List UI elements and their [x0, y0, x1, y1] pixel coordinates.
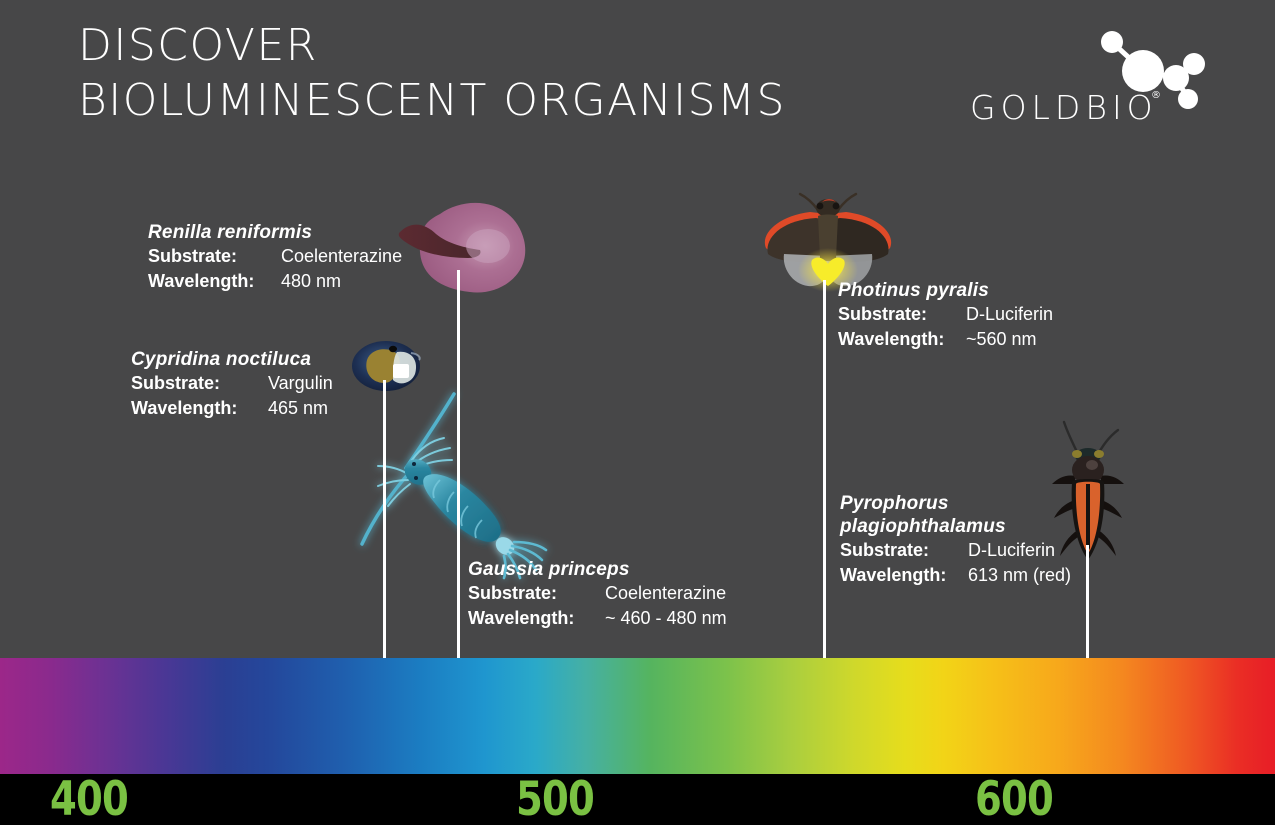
substrate-label: Substrate:: [148, 246, 238, 266]
organism-card-photinus: Photinus pyralis Substrate: D-Luciferin …: [838, 279, 1053, 352]
organism-name-photinus: Photinus pyralis: [838, 280, 990, 301]
wavelength-value-gaussia: ~ 460 - 480 nm: [605, 608, 727, 628]
organism-substrate-row-pyrophorus: Substrate: D-Luciferin: [840, 538, 1071, 563]
tick-line-cypridina: [383, 380, 386, 658]
substrate-value-renilla: Coelenterazine: [281, 246, 403, 266]
substrate-value-cypridina: Vargulin: [268, 373, 333, 393]
wavelength-label: Wavelength:: [468, 608, 575, 628]
organism-wavelength-row-pyrophorus: Wavelength: 613 nm (red): [840, 563, 1071, 588]
organism-card-renilla: Renilla reniformis Substrate: Coelentera…: [148, 221, 402, 294]
molecule-icon: [1090, 26, 1210, 116]
substrate-label: Substrate:: [468, 583, 558, 603]
logo-registered-mark: ®: [1151, 90, 1161, 101]
page-title: DISCOVER BIOLUMINESCENT ORGANISMS: [78, 18, 786, 128]
organism-wavelength-row-photinus: Wavelength: ~560 nm: [838, 327, 1053, 352]
wavelength-label: Wavelength:: [148, 271, 255, 291]
logo-wordmark: GOLDBIO: [970, 88, 1158, 127]
wavelength-value-cypridina: 465 nm: [268, 398, 329, 418]
substrate-value-pyrophorus: D-Luciferin: [968, 540, 1056, 560]
sea-pansy-icon: [382, 192, 542, 307]
visible-spectrum-gradient: [0, 658, 1275, 774]
substrate-value-gaussia: Coelenterazine: [605, 583, 727, 603]
organism-wavelength-row-gaussia: Wavelength: ~ 460 - 480 nm: [468, 606, 727, 631]
goldbio-logo: GOLDBIO ®: [960, 26, 1220, 136]
scale-tick-600: 600: [975, 772, 1054, 825]
tick-line-pyrophorus: [1086, 545, 1089, 658]
tick-line-renilla-gaussia: [457, 270, 460, 658]
firefly-icon: [748, 192, 908, 297]
scale-tick-500: 500: [516, 772, 595, 825]
copepod-icon: [358, 388, 558, 580]
wavelength-label: Wavelength:: [840, 565, 947, 585]
substrate-label: Substrate:: [131, 373, 221, 393]
organism-name-gaussia: Gaussia princeps: [468, 559, 630, 580]
organism-card-pyrophorus: Pyrophorus plagiophthalamus Substrate: D…: [840, 492, 1071, 588]
wavelength-value-photinus: ~560 nm: [966, 329, 1037, 349]
wavelength-label: Wavelength:: [131, 398, 238, 418]
tick-line-photinus: [823, 280, 826, 658]
organism-wavelength-row-cypridina: Wavelength: 465 nm: [131, 396, 333, 421]
wavelength-label: Wavelength:: [838, 329, 945, 349]
organism-substrate-row-cypridina: Substrate: Vargulin: [131, 371, 333, 396]
wavelength-value-pyrophorus: 613 nm (red): [968, 565, 1072, 585]
wavelength-scale-bar: 400 500 600: [0, 774, 1275, 825]
organism-name-renilla: Renilla reniformis: [148, 222, 313, 243]
organism-substrate-row-renilla: Substrate: Coelenterazine: [148, 244, 402, 269]
organism-name-pyrophorus: Pyrophorus plagiophthalamus: [840, 493, 1006, 537]
organism-substrate-row-gaussia: Substrate: Coelenterazine: [468, 581, 727, 606]
organism-substrate-row-photinus: Substrate: D-Luciferin: [838, 302, 1053, 327]
title-line-2: BIOLUMINESCENT ORGANISMS: [78, 75, 786, 126]
ostracod-icon: [349, 336, 425, 398]
title-line-1: DISCOVER: [78, 20, 318, 71]
click-beetle-icon: [1048, 418, 1128, 578]
organism-wavelength-row-renilla: Wavelength: 480 nm: [148, 269, 402, 294]
organism-name-cypridina: Cypridina noctiluca: [131, 349, 312, 370]
organism-card-cypridina: Cypridina noctiluca Substrate: Vargulin …: [131, 348, 333, 421]
organism-card-gaussia: Gaussia princeps Substrate: Coelenterazi…: [468, 558, 727, 631]
substrate-value-photinus: D-Luciferin: [966, 304, 1054, 324]
wavelength-value-renilla: 480 nm: [281, 271, 342, 291]
substrate-label: Substrate:: [840, 540, 930, 560]
scale-tick-400: 400: [50, 772, 129, 825]
substrate-label: Substrate:: [838, 304, 928, 324]
